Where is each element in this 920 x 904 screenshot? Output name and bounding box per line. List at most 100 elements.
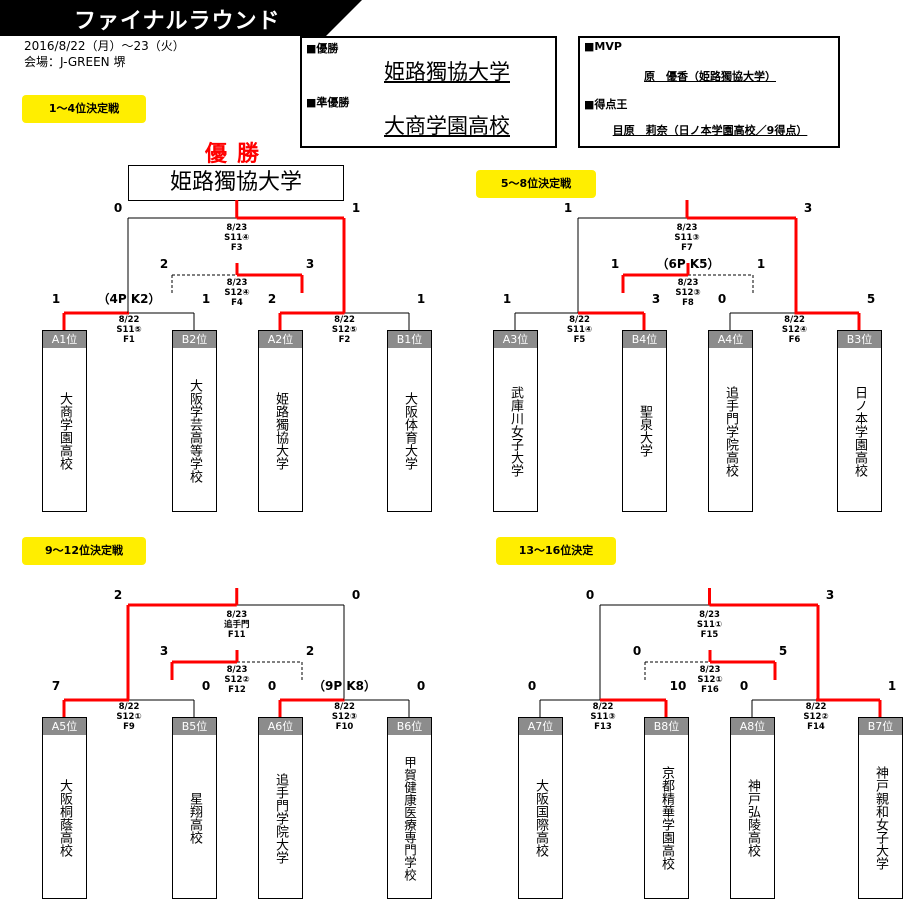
semi2-score-right: 1 xyxy=(888,679,896,693)
team-box: B8位京都精華学園高校 xyxy=(644,717,689,899)
final-slot: S11③ xyxy=(674,233,699,243)
team-seed: B4位 xyxy=(623,331,666,348)
semi1-slot: S11③ xyxy=(590,712,615,722)
final-date: 8/23 xyxy=(677,223,698,233)
team-seed: B7位 xyxy=(859,718,902,735)
semi2-date: 8/22 xyxy=(784,315,805,325)
team-name: 大阪学芸高等学校 xyxy=(187,379,202,483)
team-box: A2位姫路獨協大学 xyxy=(258,330,303,512)
semi2-code: F6 xyxy=(789,335,801,345)
semi1-date: 8/22 xyxy=(569,315,590,325)
third-date: 8/23 xyxy=(678,278,699,288)
top-scorer-label: ■得点王 xyxy=(584,98,628,111)
third-pk: （6P K5） xyxy=(657,256,720,271)
third-score-left: 3 xyxy=(160,644,168,658)
third-code: F16 xyxy=(701,685,719,695)
final-code: F15 xyxy=(701,630,719,640)
third-slot: S12① xyxy=(697,675,722,685)
team-seed: B5位 xyxy=(173,718,216,735)
mvp-name: 原 優香（姫路獨協大学） xyxy=(644,70,776,83)
team-seed: A3位 xyxy=(494,331,537,348)
semi2-slot: S12⑤ xyxy=(332,325,357,335)
semi1-score-right: 3 xyxy=(652,292,660,306)
team-name: 追手門学院高校 xyxy=(723,385,738,477)
final-score-right: 1 xyxy=(352,201,360,215)
team-box: B4位聖泉大学 xyxy=(622,330,667,512)
semi2-code: F2 xyxy=(339,335,351,345)
third-score-right: 3 xyxy=(306,257,314,271)
team-seed: A2位 xyxy=(259,331,302,348)
third-code: F12 xyxy=(228,685,246,695)
semi1-date: 8/22 xyxy=(593,702,614,712)
awards-box: ■MVP 原 優香（姫路獨協大学） ■得点王 目原 莉奈（日ノ本学園高校／9得点… xyxy=(578,36,840,148)
team-seed: B8位 xyxy=(645,718,688,735)
semi1-code: F5 xyxy=(574,335,586,345)
team-box: A3位武庫川女子大学 xyxy=(493,330,538,512)
semi1-date: 8/22 xyxy=(119,315,140,325)
runner-up-name: 大商学園高校 xyxy=(384,114,510,138)
third-score-left: 0 xyxy=(633,644,641,658)
semi2-score-left: 0 xyxy=(268,679,276,693)
semi1-code: F1 xyxy=(123,335,135,345)
team-box: B2位大阪学芸高等学校 xyxy=(172,330,217,512)
section-label-1-4: 1～4位決定戦 xyxy=(22,95,146,123)
semi1-code: F13 xyxy=(594,722,612,732)
runner-up-label: ■準優勝 xyxy=(306,96,350,109)
semi2-slot: S12④ xyxy=(782,325,807,335)
semi2-score-right: 0 xyxy=(417,679,425,693)
final-date: 8/23 xyxy=(699,610,720,620)
third-score-left: 2 xyxy=(160,257,168,271)
semi2-code: F14 xyxy=(807,722,825,732)
team-name: 追手門学院大学 xyxy=(273,772,288,864)
semi2-slot: S12③ xyxy=(332,712,357,722)
mvp-label: ■MVP xyxy=(584,40,622,53)
results-box: ■優勝 姫路獨協大学 ■準優勝 大商学園高校 xyxy=(300,36,557,148)
third-code: F8 xyxy=(682,298,694,308)
team-name: 武庫川女子大学 xyxy=(508,385,523,477)
section-label-5-8: 5～8位決定戦 xyxy=(476,170,596,198)
final-code: F3 xyxy=(231,243,243,253)
third-score-left: 1 xyxy=(611,257,619,271)
third-score-right: 2 xyxy=(306,644,314,658)
semi1-score-right: 0 xyxy=(202,679,210,693)
semi1-score-left: 1 xyxy=(503,292,511,306)
semi2-date: 8/22 xyxy=(806,702,827,712)
team-name: 姫路獨協大学 xyxy=(273,392,288,470)
third-code: F4 xyxy=(231,298,243,308)
semi2-score-right: 5 xyxy=(867,292,875,306)
title-banner-text: ファイナルラウンド xyxy=(74,9,281,34)
third-slot: S12④ xyxy=(224,288,249,298)
champion-box: 姫路獨協大学 xyxy=(128,165,344,201)
final-score-left: 0 xyxy=(114,201,122,215)
section-label-9-12: 9～12位決定戦 xyxy=(22,537,146,565)
team-seed: A1位 xyxy=(43,331,86,348)
third-date: 8/23 xyxy=(227,665,248,675)
team-name: 大阪桐蔭高校 xyxy=(57,779,72,857)
semi1-code: F9 xyxy=(123,722,135,732)
team-seed: B2位 xyxy=(173,331,216,348)
final-date: 8/23 xyxy=(226,610,247,620)
final-code: F7 xyxy=(681,243,693,253)
semi2-score-left: 0 xyxy=(718,292,726,306)
team-box: B3位日ノ本学園高校 xyxy=(837,330,882,512)
team-seed: B3位 xyxy=(838,331,881,348)
semi1-score-left: 1 xyxy=(52,292,60,306)
final-slot: S11④ xyxy=(224,233,249,243)
team-name: 神戸親和女子大学 xyxy=(873,766,888,870)
third-date: 8/23 xyxy=(700,665,721,675)
semi2-score-right: 1 xyxy=(417,292,425,306)
semi2-pk: （9P K8） xyxy=(313,678,376,693)
semi2-date: 8/22 xyxy=(334,315,355,325)
final-score-right: 3 xyxy=(804,201,812,215)
team-name: 大阪国際高校 xyxy=(533,779,548,857)
team-box: A6位追手門学院大学 xyxy=(258,717,303,899)
team-box: B5位星翔高校 xyxy=(172,717,217,899)
event-venue: 会場：J-GREEN 堺 xyxy=(24,55,126,69)
team-box: A4位追手門学院高校 xyxy=(708,330,753,512)
team-box: A8位神戸弘陵高校 xyxy=(730,717,775,899)
third-score-right: 5 xyxy=(779,644,787,658)
semi2-date: 8/22 xyxy=(334,702,355,712)
final-date: 8/23 xyxy=(226,223,247,233)
semi2-code: F10 xyxy=(336,722,354,732)
